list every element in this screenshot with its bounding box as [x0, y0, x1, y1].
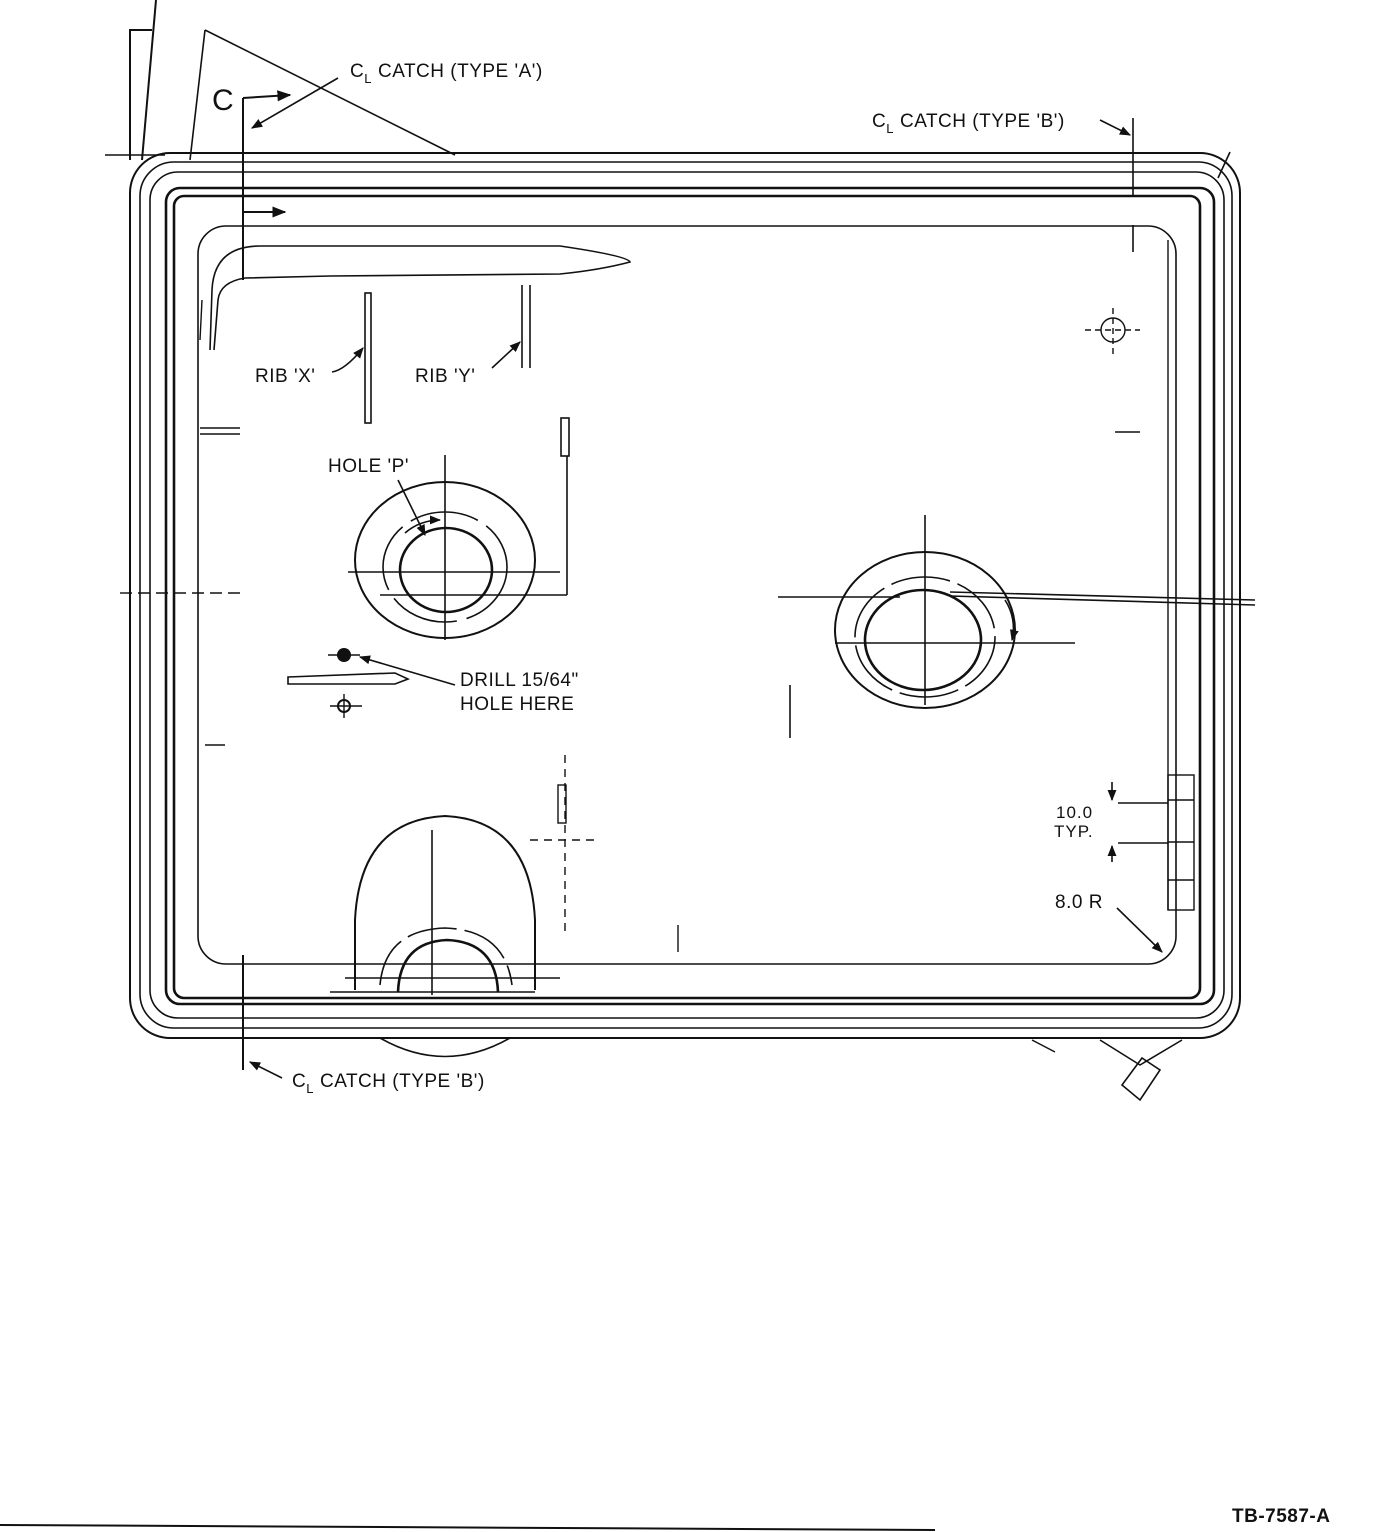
target-symbol	[1085, 308, 1140, 355]
drawing-id: TB-7587-A	[1232, 1506, 1330, 1527]
label-hole-p: HOLE 'P'	[328, 456, 409, 477]
section-c-marker	[242, 90, 292, 1070]
label-dim-typ: TYP.	[1054, 822, 1094, 841]
label-rib-y: RIB 'Y'	[415, 366, 475, 387]
edge-ticks	[120, 240, 1195, 911]
label-rib-x: RIB 'X'	[255, 366, 315, 387]
label-drill-line2: HOLE HERE	[460, 694, 574, 715]
bottom-hole-assembly	[330, 755, 679, 1058]
hole-p-assembly	[348, 455, 567, 640]
ribs	[364, 285, 570, 595]
leader-arrows	[248, 77, 1163, 1079]
bottom-connector	[1031, 1039, 1183, 1102]
tray-outline	[129, 152, 1241, 1039]
label-radius: 8.0 R	[1055, 892, 1103, 913]
label-drill-line1: DRILL 15/64"	[460, 670, 579, 691]
drill-marks	[287, 648, 411, 718]
bottom-rule	[0, 1524, 936, 1531]
label-dim-value: 10.0	[1056, 803, 1093, 822]
inner-contour	[199, 245, 632, 351]
right-hole-assembly	[778, 515, 1256, 738]
housing-outline	[105, 0, 1231, 179]
label-section-c: C	[212, 84, 234, 117]
